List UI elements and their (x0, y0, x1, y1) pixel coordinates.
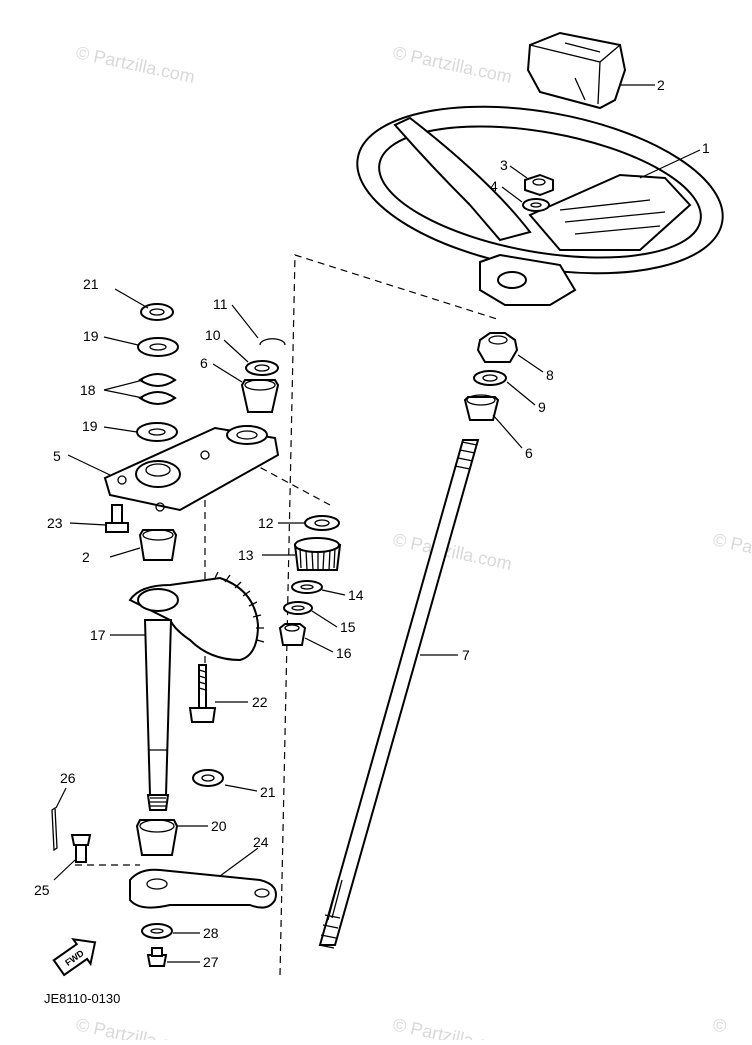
sector-bushing (138, 529, 178, 561)
steering-wheel-nut (524, 173, 554, 197)
callout-27: 27 (203, 954, 219, 970)
wave-washers (138, 373, 177, 405)
callout-2: 2 (657, 77, 665, 93)
watermark-copyright: © (711, 529, 728, 551)
tie-rod-bolt (70, 834, 92, 863)
callout-23: 23 (47, 515, 63, 531)
sector-gear-shaft (128, 571, 265, 811)
cotter-pin (51, 806, 58, 852)
watermark-text: Partzilla.com (409, 1018, 514, 1040)
gear-washer (304, 515, 340, 531)
watermark-text: Partzilla.com (409, 533, 514, 574)
callout-17: 17 (90, 627, 106, 643)
lower-bushing (135, 819, 179, 856)
forward-direction-icon: FWD (52, 937, 97, 977)
callout-28: 28 (203, 925, 219, 941)
pinion-gear (293, 537, 342, 571)
diagram-code: JE8110-0130 (44, 991, 120, 1006)
steering-wheel-washer (522, 198, 550, 212)
watermark-copyright: © (391, 1014, 408, 1036)
callout-5: 5 (53, 448, 61, 464)
watermark-text: Partzilla.com (92, 1018, 197, 1040)
callout-13: 13 (238, 547, 254, 563)
callout-27-upper: 2 (82, 549, 90, 565)
callout-4: 4 (490, 178, 498, 194)
assembly-guide-lines (75, 254, 501, 976)
callout-6-middle: 6 (200, 355, 208, 371)
lock-washer-lower (192, 769, 224, 787)
callout-6-right: 6 (525, 445, 533, 461)
callout-20: 20 (211, 818, 227, 834)
watermark-copyright: © (391, 529, 408, 551)
steering-wheel-cap (526, 31, 627, 110)
callout-8: 8 (546, 367, 554, 383)
watermark-copyright: © (74, 1014, 91, 1036)
callout-25: 25 (34, 882, 50, 898)
watermark-copyright: © (74, 42, 91, 64)
callout-11: 11 (213, 296, 228, 312)
column-retaining-clip (473, 370, 507, 386)
steering-bracket (103, 425, 280, 512)
gear-washer-2 (291, 580, 323, 594)
callout-15: 15 (340, 619, 356, 635)
watermark-text: Partzilla.com (409, 46, 514, 87)
callout-12: 12 (258, 515, 274, 531)
pitman-arm (129, 868, 277, 909)
callout-9: 9 (538, 399, 546, 415)
callout-3: 3 (500, 157, 508, 173)
circlip (259, 338, 286, 346)
pivot-bushing (240, 379, 280, 413)
callout-18: 18 (80, 382, 96, 398)
sector-bolt (188, 664, 217, 723)
callout-16: 16 (336, 645, 352, 661)
lock-washer-upper (140, 303, 174, 321)
watermark-text: Partzilla.com (729, 533, 752, 574)
steering-wheel (356, 105, 724, 306)
watermark-copyright: © (711, 1014, 728, 1036)
callout-26: 26 (60, 770, 76, 786)
callout-7: 7 (462, 647, 470, 663)
leader-lines (53, 84, 701, 963)
arm-washer (141, 923, 173, 939)
callout-22: 22 (252, 694, 268, 710)
callout-19-upper: 19 (83, 328, 99, 344)
callout-19-lower: 19 (82, 418, 98, 434)
watermark-copyright: © (391, 42, 408, 64)
arm-bolt (146, 947, 168, 967)
steering-column-shaft (318, 439, 480, 949)
gear-washer-3 (283, 601, 313, 615)
column-bushing (463, 394, 500, 421)
flat-washer-upper (137, 337, 179, 357)
callout-10: 10 (205, 327, 221, 343)
bracket-bolt (105, 504, 129, 533)
flat-washer-lower (136, 422, 178, 442)
callout-24: 24 (253, 834, 269, 850)
column-upper-bushing (476, 332, 519, 363)
callout-21-lower: 21 (260, 784, 276, 800)
watermark-text: Partzilla.com (92, 46, 197, 87)
callout-labels: 2 1 3 4 21 19 18 19 5 23 2 17 11 10 6 12… (34, 77, 710, 970)
callout-14: 14 (348, 587, 364, 603)
gear-nut (278, 623, 307, 646)
washer (245, 360, 279, 376)
callout-21-upper: 21 (83, 276, 99, 292)
callout-1: 1 (702, 140, 710, 156)
